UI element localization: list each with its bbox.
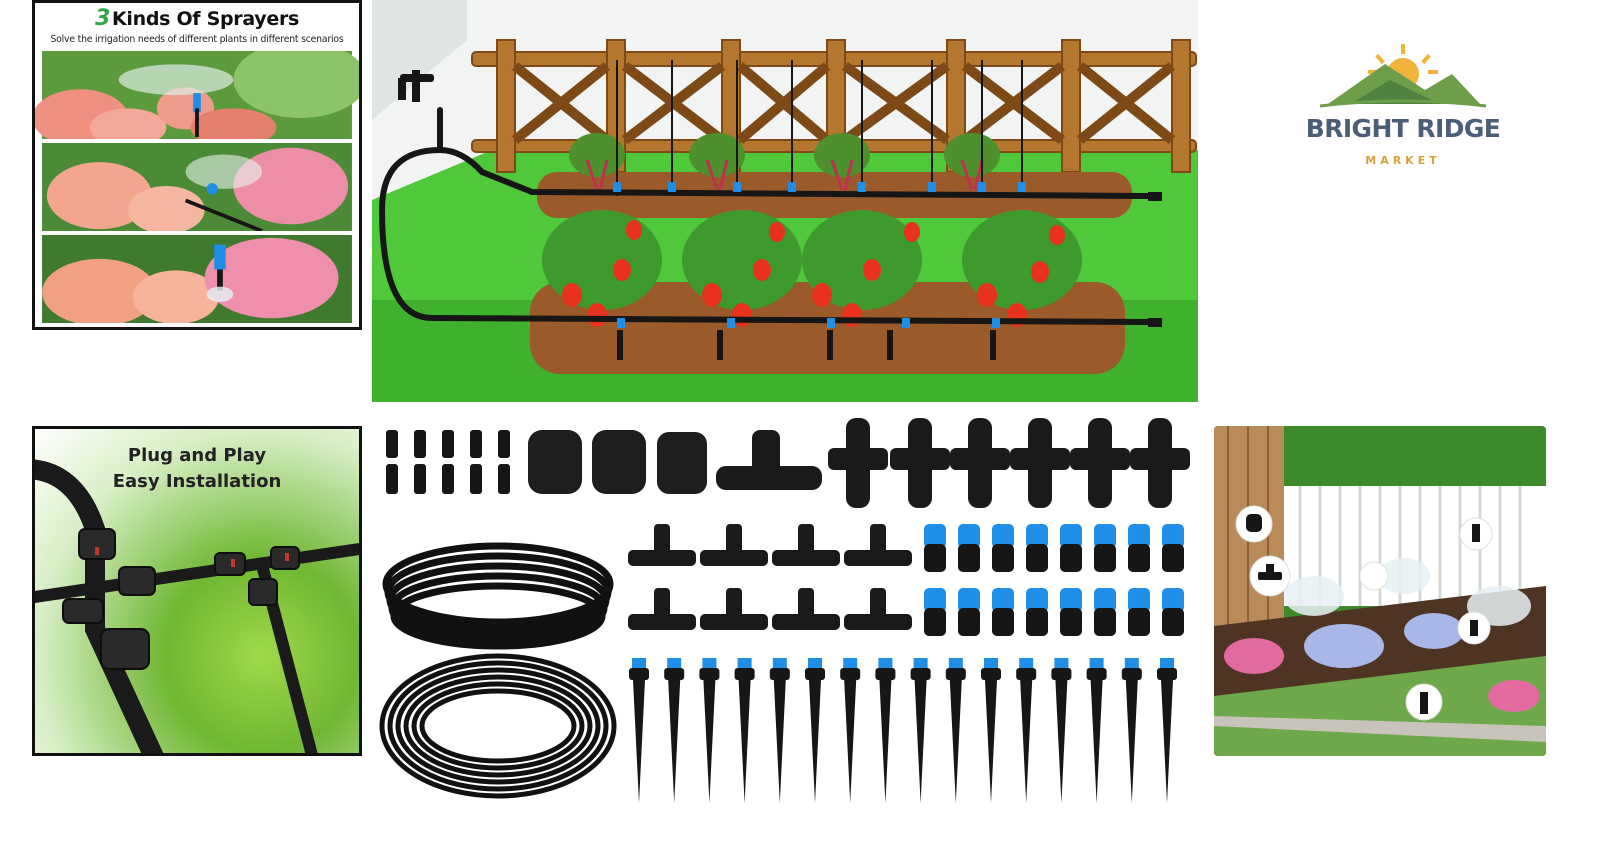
drip-stake bbox=[1157, 658, 1177, 803]
end-caps bbox=[528, 430, 707, 494]
sun-mountain-logo bbox=[1319, 44, 1487, 108]
cross-connectors bbox=[828, 418, 1190, 508]
brand-logo: BRIGHT RIDGE MARKET bbox=[1290, 40, 1516, 180]
plug-title: Plug and Play Easy Installation bbox=[35, 443, 359, 495]
nozzle bbox=[1162, 524, 1184, 572]
drip-stake bbox=[840, 658, 861, 803]
nozzle bbox=[924, 524, 946, 572]
plug-title-line2: Easy Installation bbox=[112, 471, 282, 492]
drip-stake bbox=[1016, 658, 1037, 803]
tee-connector-closeup bbox=[35, 459, 359, 753]
nozzle bbox=[1026, 588, 1048, 636]
parts-kit-layout bbox=[372, 412, 1198, 830]
nozzle bbox=[992, 524, 1014, 572]
sprayers-count: 3 bbox=[94, 6, 110, 31]
nozzle bbox=[1094, 524, 1116, 572]
nozzle bbox=[992, 588, 1014, 636]
nozzle bbox=[1060, 588, 1082, 636]
drip-stake bbox=[875, 658, 896, 803]
plug-title-line1: Plug and Play bbox=[127, 445, 267, 466]
drip-stake bbox=[910, 658, 931, 803]
sprayer-nozzle-icon bbox=[924, 524, 1184, 636]
nozzle bbox=[1060, 524, 1082, 572]
drip-stake bbox=[1051, 658, 1072, 803]
nozzle bbox=[1128, 524, 1150, 572]
end-plugs bbox=[386, 430, 510, 494]
tubing-coil-small bbox=[382, 542, 614, 650]
installed-garden-photo bbox=[1214, 426, 1546, 756]
plug-and-play-panel: Plug and Play Easy Installation bbox=[32, 426, 362, 756]
drip-stake bbox=[805, 658, 825, 803]
nozzle bbox=[1162, 588, 1184, 636]
drip-stake bbox=[769, 658, 790, 803]
nozzle bbox=[1094, 588, 1116, 636]
brand-name: BRIGHT RIDGE bbox=[1305, 114, 1501, 143]
sprayers-subtitle: Solve the irrigation needs of different … bbox=[50, 34, 344, 45]
nozzle bbox=[924, 588, 946, 636]
drip-stake bbox=[734, 658, 755, 803]
nozzle bbox=[958, 588, 980, 636]
flower-photo-spray bbox=[35, 141, 359, 231]
drip-stake bbox=[664, 658, 685, 803]
drip-stake bbox=[981, 658, 1001, 803]
drip-stake bbox=[945, 658, 966, 803]
drip-stake bbox=[1086, 658, 1107, 803]
drip-stake bbox=[629, 658, 649, 803]
drip-stake-icon bbox=[629, 658, 1177, 803]
drip-stake bbox=[1121, 658, 1142, 803]
flower-photo-drip bbox=[35, 233, 359, 323]
tubing-coil-large bbox=[379, 653, 617, 799]
small-tee-connectors bbox=[628, 524, 912, 630]
drip-stake bbox=[699, 658, 720, 803]
tee-connector-icon bbox=[716, 430, 822, 490]
nozzle bbox=[1128, 588, 1150, 636]
faucet-icon bbox=[398, 70, 434, 102]
pepper-plants bbox=[542, 210, 1082, 327]
sprayers-title-text: Kinds Of Sprayers bbox=[111, 8, 300, 30]
nozzle bbox=[1026, 524, 1048, 572]
garden-irrigation-illustration bbox=[372, 0, 1198, 402]
flower-photo-mist bbox=[35, 49, 359, 139]
brand-tagline: MARKET bbox=[1365, 154, 1441, 167]
nozzle bbox=[958, 524, 980, 572]
